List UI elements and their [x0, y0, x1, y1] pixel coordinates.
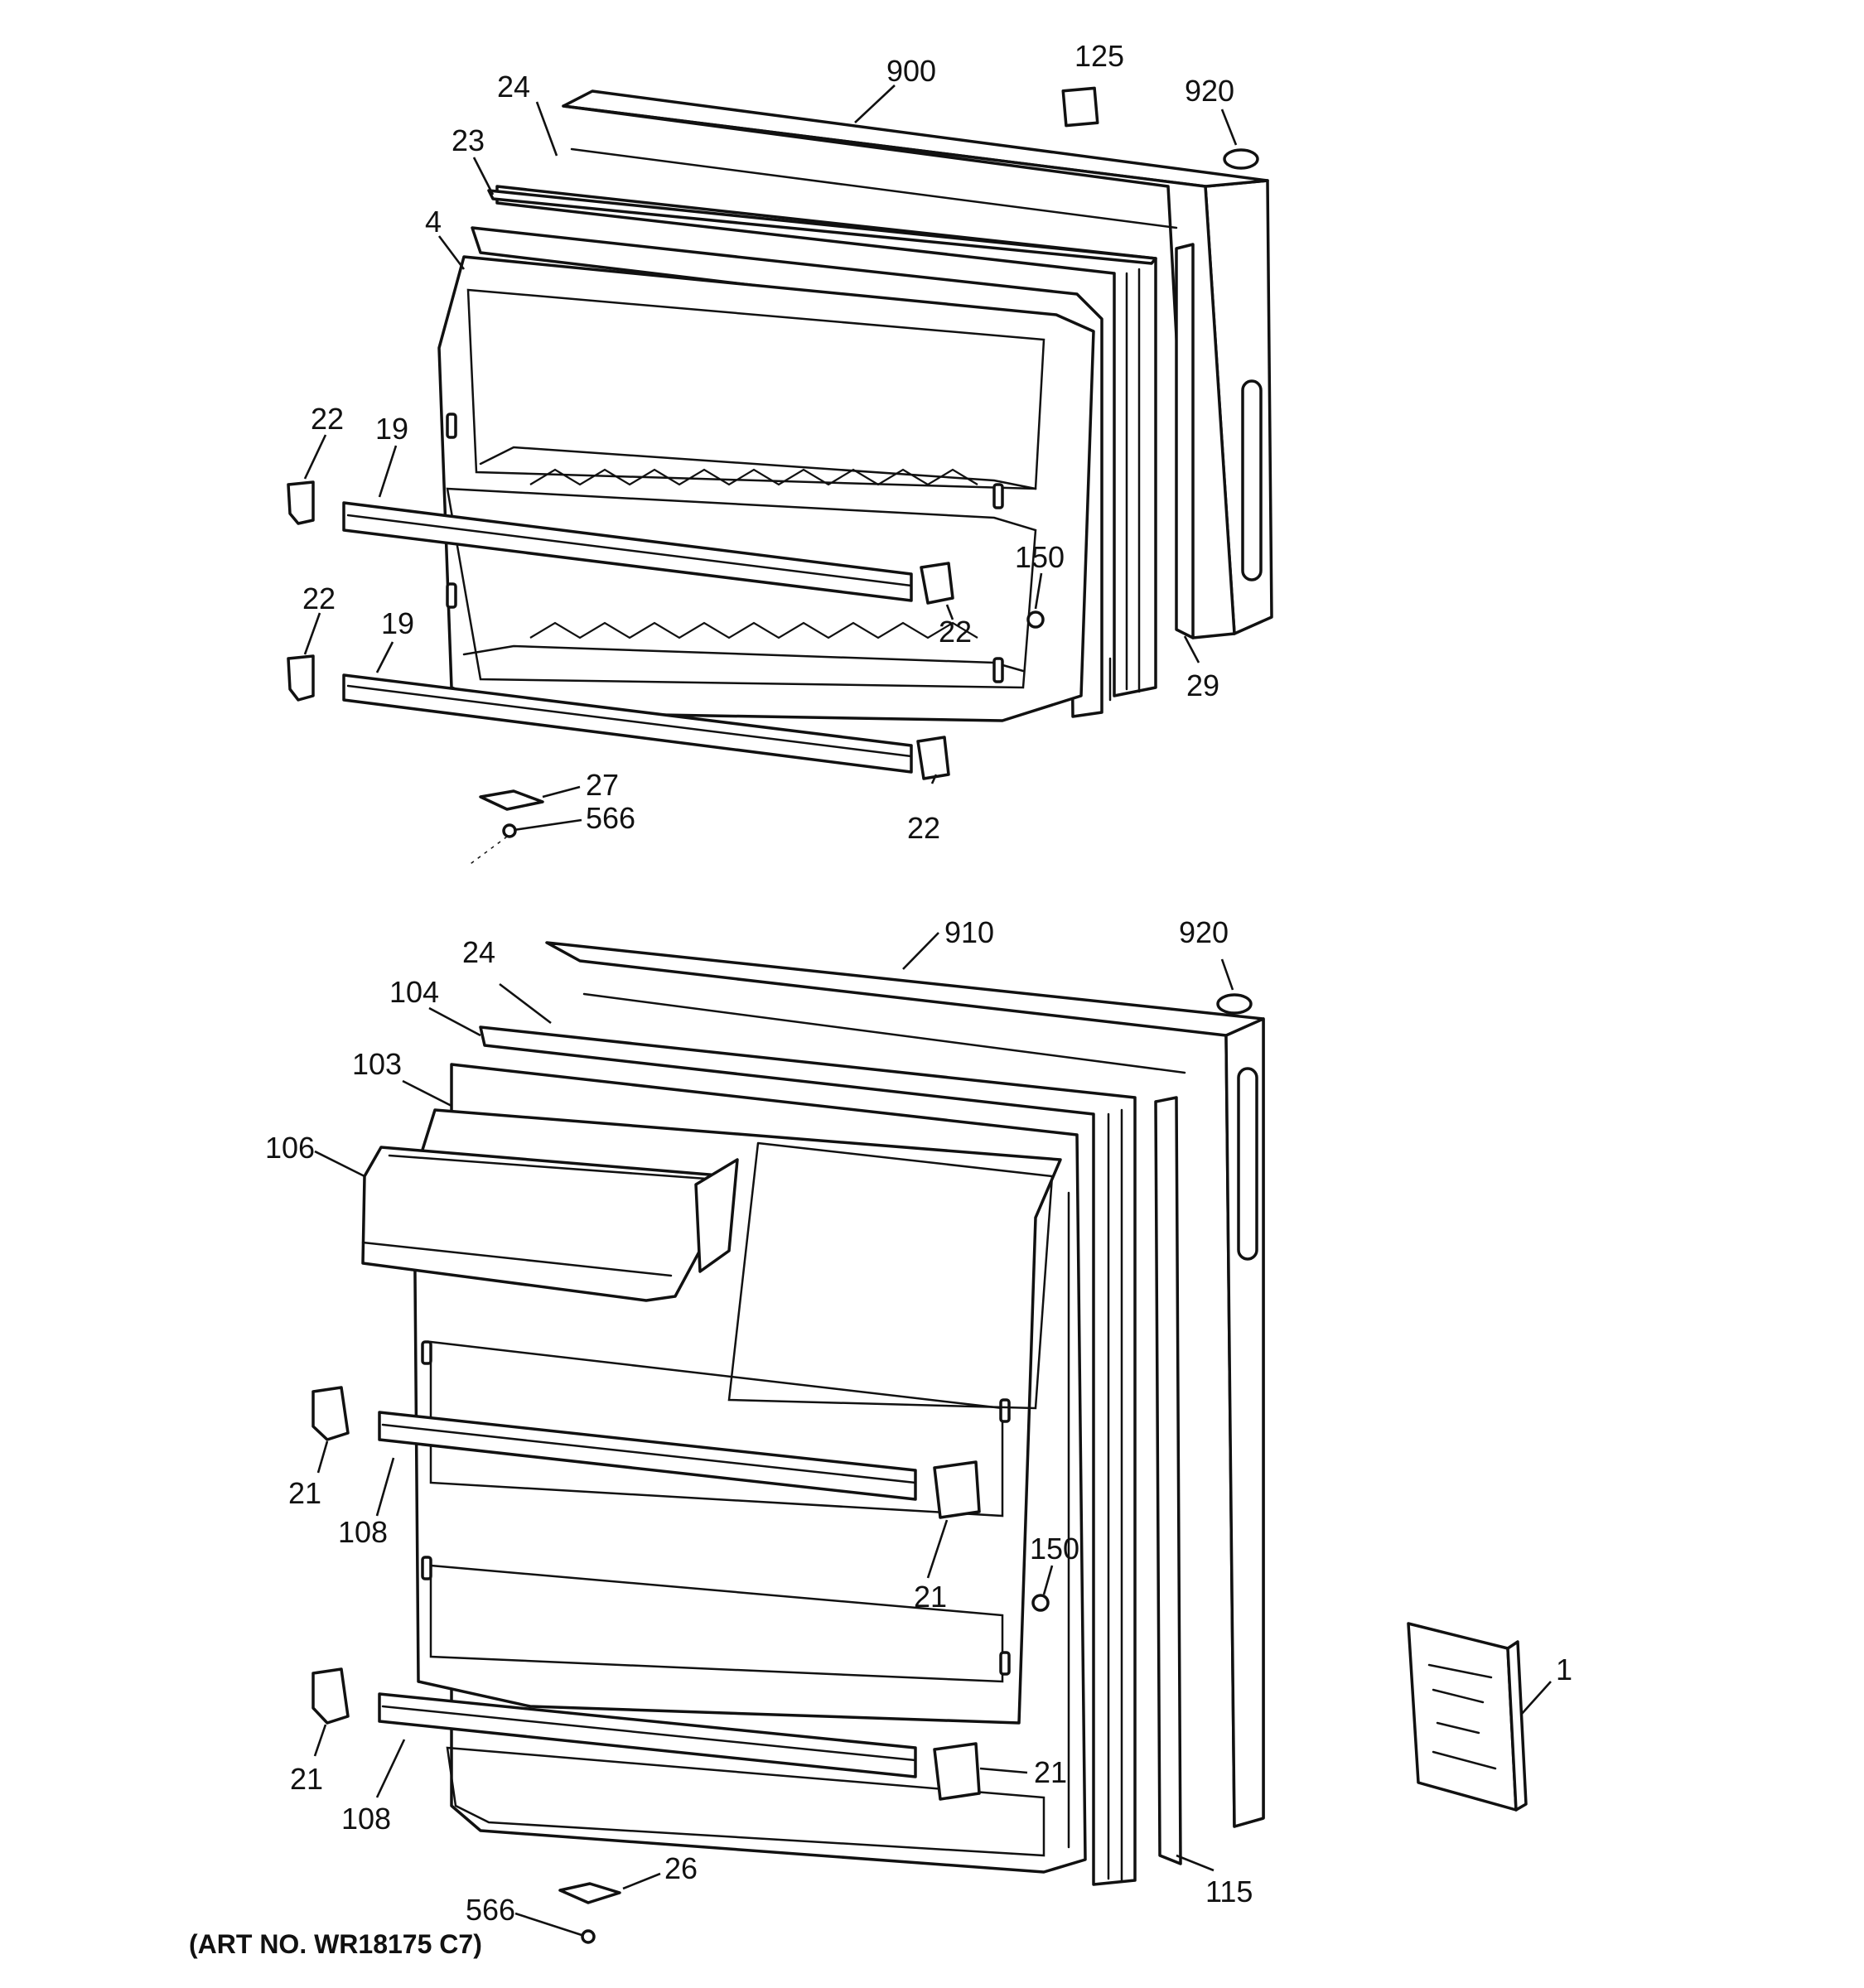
freezer-shelf-bracket-lower-left	[287, 654, 315, 702]
part-label-108-b: 108	[341, 1802, 391, 1836]
part-label-150-bottom: 150	[1030, 1532, 1079, 1566]
leader-lines	[303, 84, 1552, 1937]
freezer-hinge-plug	[1223, 148, 1259, 170]
fresh-food-shelf-bracket-upper-right	[933, 1460, 981, 1519]
part-label-22-b: 22	[939, 615, 972, 649]
freezer-shelf-bracket-upper-right	[920, 562, 954, 605]
fresh-food-shelf-bracket-lower-right	[933, 1742, 981, 1801]
fresh-food-door-strip	[1154, 1096, 1182, 1865]
freezer-shelf-bar-upper	[342, 501, 913, 602]
part-label-1: 1	[1556, 1653, 1572, 1686]
freezer-shelf-bracket-upper-left	[287, 480, 315, 525]
owners-manual-booklet	[1407, 1622, 1528, 1812]
part-label-150-top: 150	[1015, 540, 1065, 574]
part-label-19-a: 19	[375, 412, 408, 446]
part-label-22-d: 22	[907, 811, 940, 845]
fresh-food-shelf-bracket-upper-left	[311, 1386, 350, 1441]
fresh-food-shelf-bar-lower	[378, 1692, 917, 1778]
fresh-food-hinge-plate	[558, 1882, 621, 1904]
freezer-door-strip	[1175, 243, 1195, 639]
fresh-food-door-gasket	[479, 1025, 1137, 1886]
dairy-compartment-door	[361, 1146, 739, 1302]
freezer-shelf-bar-lower	[342, 673, 913, 774]
fresh-food-door-assembly	[311, 941, 1528, 1944]
fresh-food-screw	[1031, 1594, 1050, 1612]
part-label-104: 104	[389, 975, 439, 1009]
freezer-hinge-screw	[502, 823, 517, 838]
part-label-103: 103	[352, 1047, 402, 1081]
freezer-screw	[1026, 610, 1045, 629]
part-label-23: 23	[452, 123, 485, 157]
part-label-125: 125	[1074, 39, 1124, 73]
part-label-910: 910	[944, 915, 994, 949]
part-label-900: 900	[886, 54, 936, 88]
part-label-21-d: 21	[290, 1762, 323, 1796]
freezer-hinge-plate	[479, 789, 544, 811]
part-label-24-top: 24	[497, 70, 530, 104]
part-label-21-c: 21	[1034, 1755, 1067, 1789]
part-label-24-bottom: 24	[462, 935, 495, 969]
part-label-21-a: 21	[288, 1476, 321, 1510]
part-label-21-b: 21	[914, 1580, 947, 1614]
part-label-4: 4	[425, 205, 442, 239]
fresh-food-hinge-plug	[1216, 993, 1253, 1015]
part-label-920-top: 920	[1185, 74, 1234, 108]
part-label-108-a: 108	[338, 1515, 388, 1549]
part-label-26: 26	[664, 1851, 698, 1885]
fresh-food-hinge-screw	[581, 1929, 596, 1944]
part-label-27: 27	[586, 768, 619, 802]
fresh-food-shelf-bracket-lower-left	[311, 1667, 350, 1725]
freezer-door-liner	[437, 255, 1095, 722]
fresh-food-door-outer-panel	[545, 941, 1265, 1828]
freezer-door-assembly	[287, 86, 1273, 866]
part-label-115: 115	[1205, 1875, 1253, 1908]
part-label-920-bottom: 920	[1179, 915, 1229, 949]
part-label-106: 106	[265, 1131, 315, 1165]
part-label-29: 29	[1186, 668, 1219, 702]
part-label-19-b: 19	[381, 606, 414, 640]
freezer-door-outer-panel	[562, 89, 1273, 639]
part-label-566-top: 566	[586, 801, 635, 835]
part-label-22-c: 22	[302, 581, 336, 615]
freezer-clip	[1061, 86, 1099, 128]
part-labels: 900 125 920 24 23 4 22 19 150 22 22 19 2…	[265, 39, 1572, 1927]
part-label-566-bottom: 566	[466, 1893, 515, 1927]
part-label-22-a: 22	[311, 402, 344, 436]
freezer-door-gasket	[487, 185, 1157, 702]
art-number: (ART NO. WR18175 C7)	[189, 1929, 482, 1959]
freezer-door-liner-frame	[471, 226, 1103, 718]
freezer-shelf-bracket-lower-right	[916, 736, 950, 780]
fresh-food-shelf-bar-upper	[378, 1411, 917, 1501]
